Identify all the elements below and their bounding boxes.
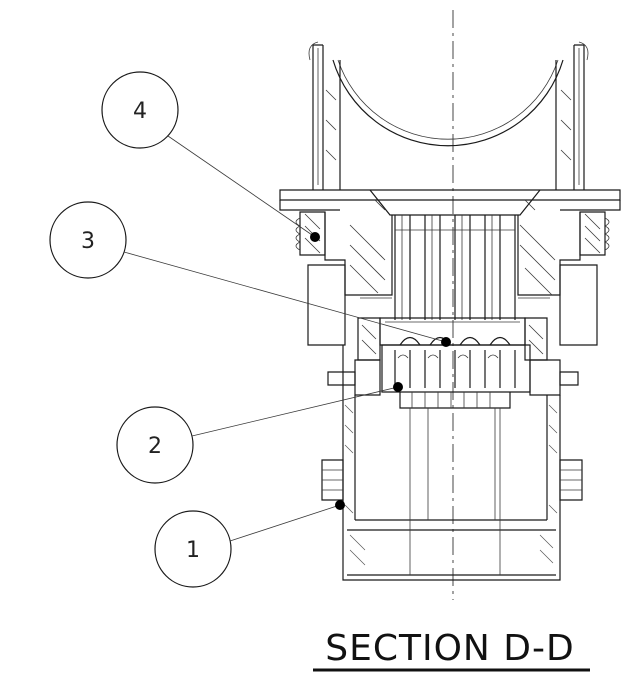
- balloon-1-label: 1: [186, 538, 200, 563]
- balloon-3: 3: [49, 201, 451, 347]
- seal-gasket: [357, 317, 548, 361]
- balloon-1: 1: [154, 500, 345, 588]
- thread-nut: [295, 211, 610, 256]
- balloon-2-label: 2: [148, 434, 162, 459]
- flange: [279, 189, 621, 216]
- top-socket: [308, 41, 589, 190]
- balloon-4: 4: [101, 71, 320, 242]
- balloon-2: 2: [116, 382, 403, 484]
- section-title: SECTION D-D: [313, 628, 590, 672]
- balloon-4-label: 4: [133, 99, 147, 124]
- section-title-text: SECTION D-D: [325, 628, 574, 669]
- upper-housing: [307, 212, 598, 346]
- balloon-3-label: 3: [81, 229, 95, 254]
- lower-body: [321, 345, 583, 581]
- contact-carrier: [327, 344, 579, 409]
